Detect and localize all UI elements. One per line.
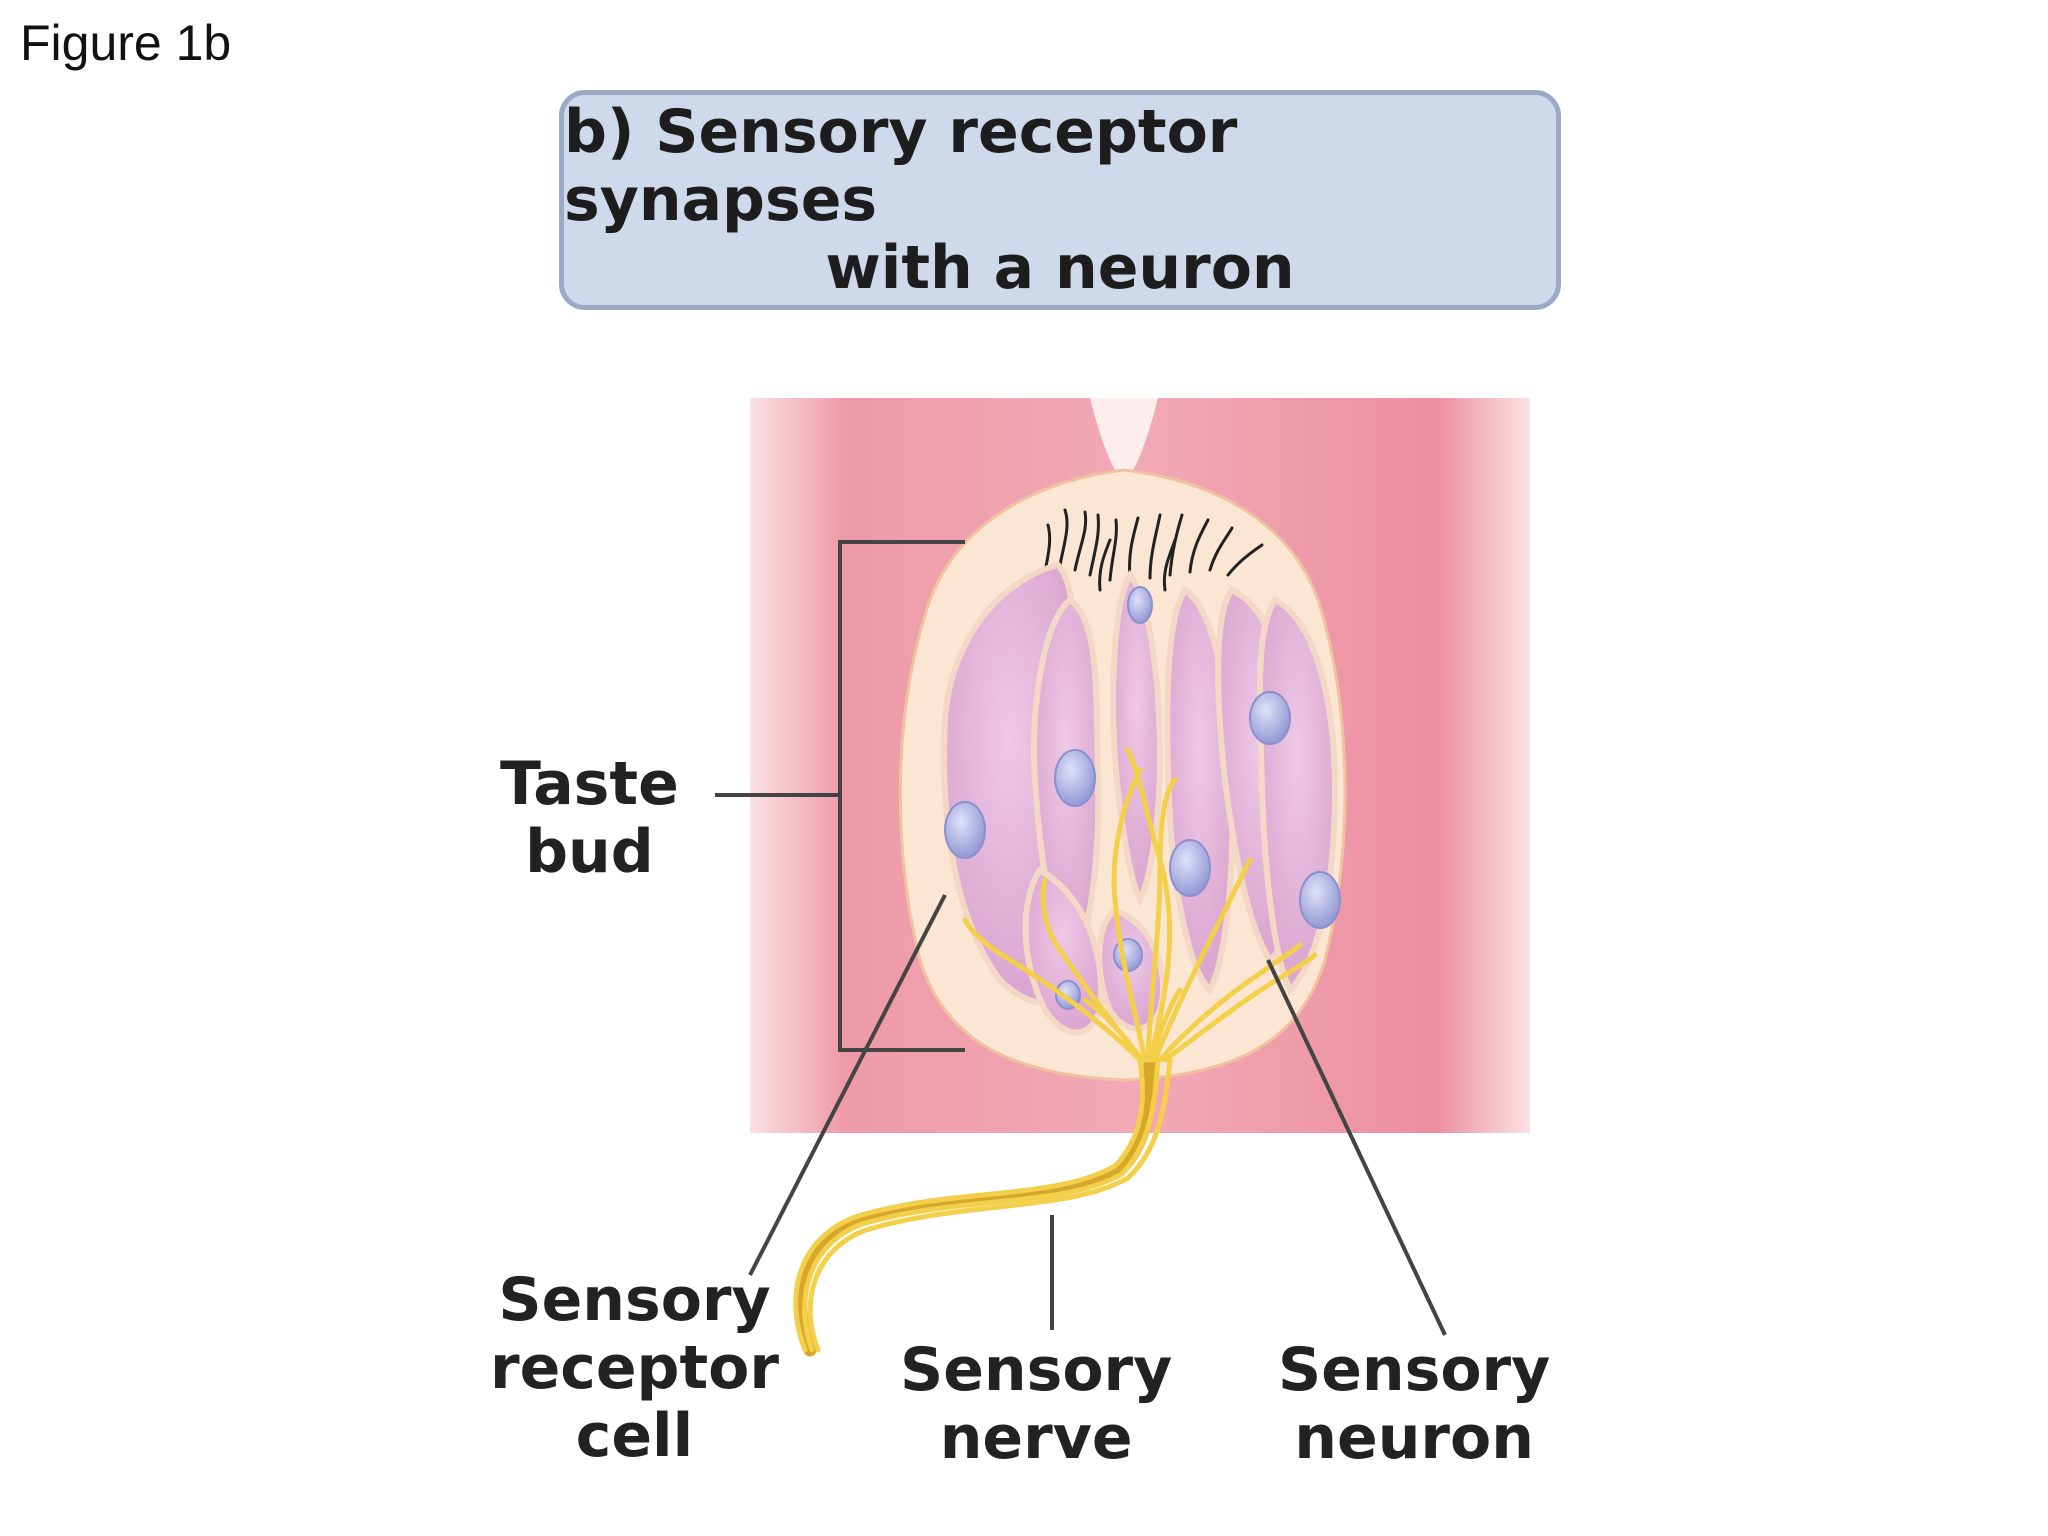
nucleus (1127, 586, 1153, 624)
sensory-nerve-label: Sensory nerve (900, 1336, 1172, 1472)
nerve-label-line: nerve (939, 1403, 1133, 1473)
nucleus (1299, 871, 1341, 929)
taste-pore (1090, 398, 1158, 475)
sensory-neuron-label: Sensory neuron (1278, 1336, 1550, 1472)
microvilli (1043, 508, 1264, 592)
nuclei (944, 586, 1341, 1010)
receptor-label-line: Sensory (498, 1265, 771, 1335)
nucleus (1249, 691, 1291, 745)
figure-label: Figure 1b (20, 15, 232, 71)
nucleus (1054, 749, 1096, 807)
nucleus (944, 801, 986, 859)
nucleus (1169, 839, 1211, 897)
taste-bud-label-line: Taste (500, 749, 679, 819)
neuron-label-line: Sensory (1278, 1335, 1551, 1405)
title-line-2: with a neuron (825, 233, 1295, 303)
receptor-label-line: receptor (490, 1333, 779, 1403)
taste-bud-label: Taste bud (500, 750, 679, 886)
sensory-receptor-cell-label: Sensory receptor cell (490, 1266, 779, 1470)
title-line-1: b) Sensory receptor synapses (564, 97, 1238, 235)
neuron-label-line: neuron (1294, 1403, 1534, 1473)
receptor-label-line: cell (575, 1401, 694, 1471)
sensory-neuron-leader (1266, 959, 1447, 1336)
nerve-label-line: Sensory (900, 1335, 1173, 1405)
sensory-nerve-fibers (793, 747, 1318, 1357)
receptor-cell-leader (748, 894, 947, 1276)
taste-bud-label-line: bud (525, 817, 654, 887)
title-box: b) Sensory receptor synapses with a neur… (559, 90, 1561, 310)
